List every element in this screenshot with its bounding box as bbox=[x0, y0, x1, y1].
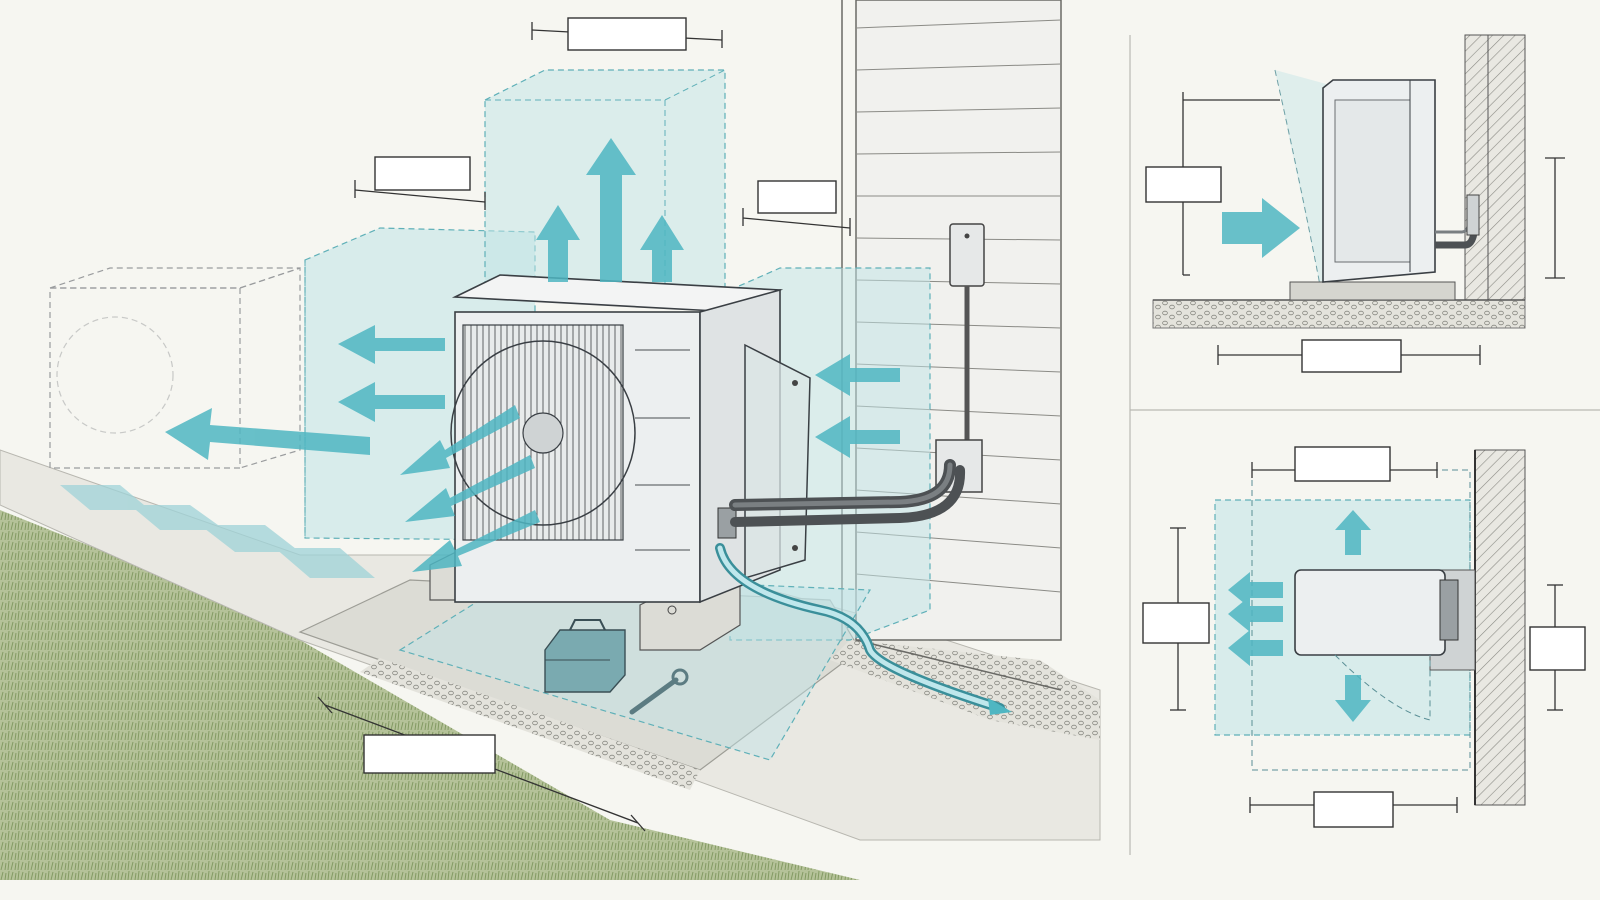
exhaust-left-arrow bbox=[165, 408, 370, 460]
fan-discharge-arrow bbox=[400, 405, 520, 475]
ghost-unit-outline bbox=[49, 267, 301, 469]
dimension-box-left-side bbox=[374, 156, 471, 191]
exhaust-left-arrow bbox=[338, 325, 445, 364]
plan-dimension-box-bottom-width bbox=[1313, 791, 1394, 828]
plan-unit-body bbox=[1294, 569, 1459, 656]
exhaust-left-arrow bbox=[338, 382, 445, 422]
toolbox-icon bbox=[544, 619, 626, 693]
plan-airflow-arrows bbox=[1228, 510, 1371, 722]
intake-right-arrow bbox=[815, 354, 900, 396]
side-dimension-box-height bbox=[1145, 166, 1222, 203]
outdoor-condenser-unit bbox=[450, 274, 811, 604]
fan-discharge-arrow bbox=[412, 510, 540, 572]
side-ground bbox=[1152, 299, 1526, 329]
fan-discharge-arrow bbox=[405, 455, 535, 522]
exhaust-up-arrow bbox=[536, 205, 580, 282]
side-unit-body bbox=[1322, 79, 1436, 283]
dimension-box-front-depth bbox=[363, 734, 496, 774]
grass-area bbox=[0, 510, 860, 880]
wrench-icon bbox=[629, 668, 689, 715]
condensate-drain-line bbox=[715, 543, 1012, 715]
ground-footprint-markers bbox=[60, 485, 375, 578]
dimension-box-top-width bbox=[567, 17, 687, 51]
exhaust-up-arrow bbox=[640, 215, 684, 282]
intake-right-arrow bbox=[815, 416, 900, 458]
service-panel-open bbox=[744, 343, 811, 580]
plan-dimension-box-left-depth bbox=[1142, 602, 1210, 644]
plan-dimension-box-right-depth bbox=[1529, 626, 1586, 671]
exhaust-up-arrow bbox=[586, 138, 636, 282]
plan-wall-section bbox=[1474, 449, 1526, 806]
side-airflow-arrow bbox=[1222, 198, 1300, 258]
fan-icon bbox=[450, 340, 636, 526]
side-wall-section bbox=[1464, 34, 1526, 306]
dimension-box-right-side bbox=[757, 180, 837, 214]
gravel-strip-front bbox=[360, 658, 700, 790]
airflow-arrows bbox=[165, 138, 900, 572]
side-dimension-box-base-width bbox=[1301, 339, 1402, 373]
plan-view bbox=[1142, 446, 1586, 828]
main-isometric-view bbox=[0, 0, 1101, 880]
plan-dimension-box-top-width bbox=[1294, 446, 1391, 482]
side-elevation-view bbox=[1145, 34, 1565, 373]
refrigerant-lineset bbox=[729, 459, 966, 527]
